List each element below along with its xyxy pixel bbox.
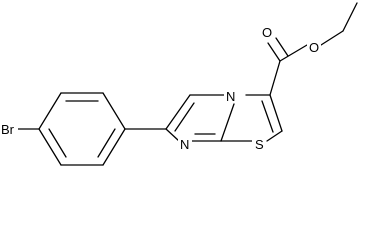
ester-oxygen-bg: [307, 38, 321, 55]
benzene-double-2: [97, 128, 116, 158]
ring-nitrogen-bridge-label: N: [226, 89, 235, 104]
carbonyl-oxygen-atom: O: [260, 23, 274, 40]
bromine-label: Br: [1, 122, 15, 137]
bond-carbonyl-double-1: [267, 42, 281, 62]
benzene-bond-1: [38, 92, 62, 130]
thiazole-bond-c3-c2: [269, 94, 283, 132]
ring-nitrogen-imine-bg: [178, 135, 192, 152]
bond-c3-carbonyl: [269, 60, 281, 96]
bromine-label-bg: [0, 120, 18, 137]
ring-sulfur-atom: S: [252, 135, 266, 152]
thiazole-bond-c2-s: [266, 130, 283, 142]
bond-carbonyl-double-2: [275, 37, 289, 57]
thiazole-double-c3-c2: [261, 100, 274, 133]
ring-sulfur-bg: [252, 135, 266, 152]
benzene-bond-4: [102, 128, 126, 166]
bromine-atom: Br: [0, 120, 18, 137]
benzene-double-3: [48, 128, 67, 158]
ester-oxygen-atom: O: [307, 38, 321, 55]
ester-oxygen-label: O: [309, 40, 319, 55]
bond-ester-o-ch2: [320, 30, 344, 46]
bond-carbonyl-ester-o: [279, 44, 308, 62]
benzene-bond-3: [102, 92, 126, 130]
imidazole-bond-c6-c5: [165, 94, 191, 130]
imidazole-bond-n4-c7a: [220, 103, 235, 142]
carbonyl-oxygen-label: O: [262, 25, 272, 40]
ring-nitrogen-bridge-bg: [224, 86, 238, 103]
ring-sulfur-label: S: [255, 137, 264, 152]
ring-nitrogen-imine-label: N: [180, 137, 189, 152]
ring-nitrogen-bridge-atom: N: [224, 86, 238, 104]
atom-labels: Br N N S O O: [0, 23, 321, 152]
imidazole-double-c6-c5: [174, 102, 195, 132]
ring-nitrogen-imine-atom: N: [178, 135, 192, 152]
bond-ch2-ch3: [342, 2, 358, 32]
benzene-bond-6: [38, 128, 62, 166]
bonds: [15, 2, 358, 166]
imidazole-bond-n1-c6: [165, 128, 180, 142]
carbonyl-oxygen-bg: [260, 23, 274, 40]
chemical-structure-diagram: Br N N S O O: [0, 2, 358, 166]
